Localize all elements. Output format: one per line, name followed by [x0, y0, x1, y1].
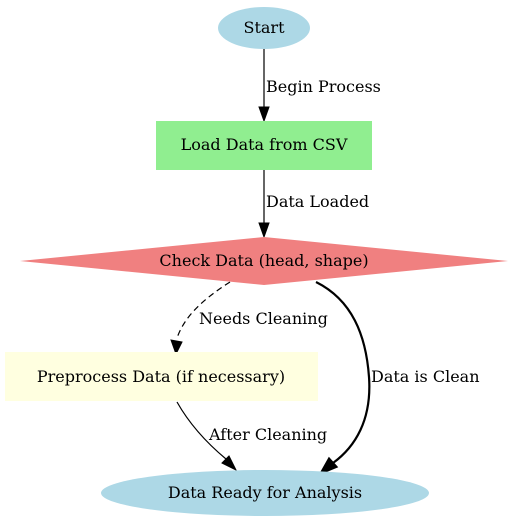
edge-needs-cleaning: Needs Cleaning — [170, 281, 328, 356]
edge-after-cleaning-arrowhead — [221, 455, 238, 472]
edge-needs-cleaning-label: Needs Cleaning — [199, 309, 328, 328]
node-check-data-label: Check Data (head, shape) — [159, 251, 368, 270]
node-start: Start — [218, 7, 310, 49]
edge-begin-label: Begin Process — [266, 77, 381, 96]
node-preprocess-label: Preprocess Data (if necessary) — [37, 367, 285, 386]
edge-after-cleaning: After Cleaning — [176, 401, 327, 472]
edge-after-cleaning-line — [176, 401, 227, 460]
node-data-ready-label: Data Ready for Analysis — [168, 483, 362, 502]
node-check-data-shape — [20, 237, 508, 285]
edge-after-cleaning-label: After Cleaning — [208, 425, 327, 444]
node-load-data: Load Data from CSV — [156, 121, 372, 170]
edge-loaded-label: Data Loaded — [266, 192, 369, 211]
edge-begin-arrowhead — [258, 106, 270, 123]
edge-begin-process: Begin Process — [258, 48, 381, 123]
node-preprocess: Preprocess Data (if necessary) — [5, 352, 318, 401]
node-start-shape — [218, 7, 310, 49]
edge-data-is-clean-line — [315, 281, 371, 464]
node-data-ready: Data Ready for Analysis — [101, 470, 429, 516]
node-check-data: Check Data (head, shape) — [20, 237, 508, 285]
node-data-ready-shape — [101, 470, 429, 516]
edge-needs-cleaning-arrowhead — [170, 339, 183, 356]
edge-data-is-clean-label: Data is Clean — [371, 367, 480, 386]
node-load-data-label: Load Data from CSV — [181, 135, 348, 154]
edge-data-is-clean: Data is Clean — [315, 281, 480, 476]
edge-needs-cleaning-line — [176, 281, 231, 339]
node-preprocess-shape — [5, 352, 318, 401]
edge-data-is-clean-arrowhead — [318, 456, 339, 476]
edge-loaded-arrowhead — [258, 222, 270, 239]
edge-data-loaded: Data Loaded — [258, 170, 369, 239]
node-load-data-shape — [156, 121, 372, 170]
node-start-label: Start — [243, 18, 285, 37]
